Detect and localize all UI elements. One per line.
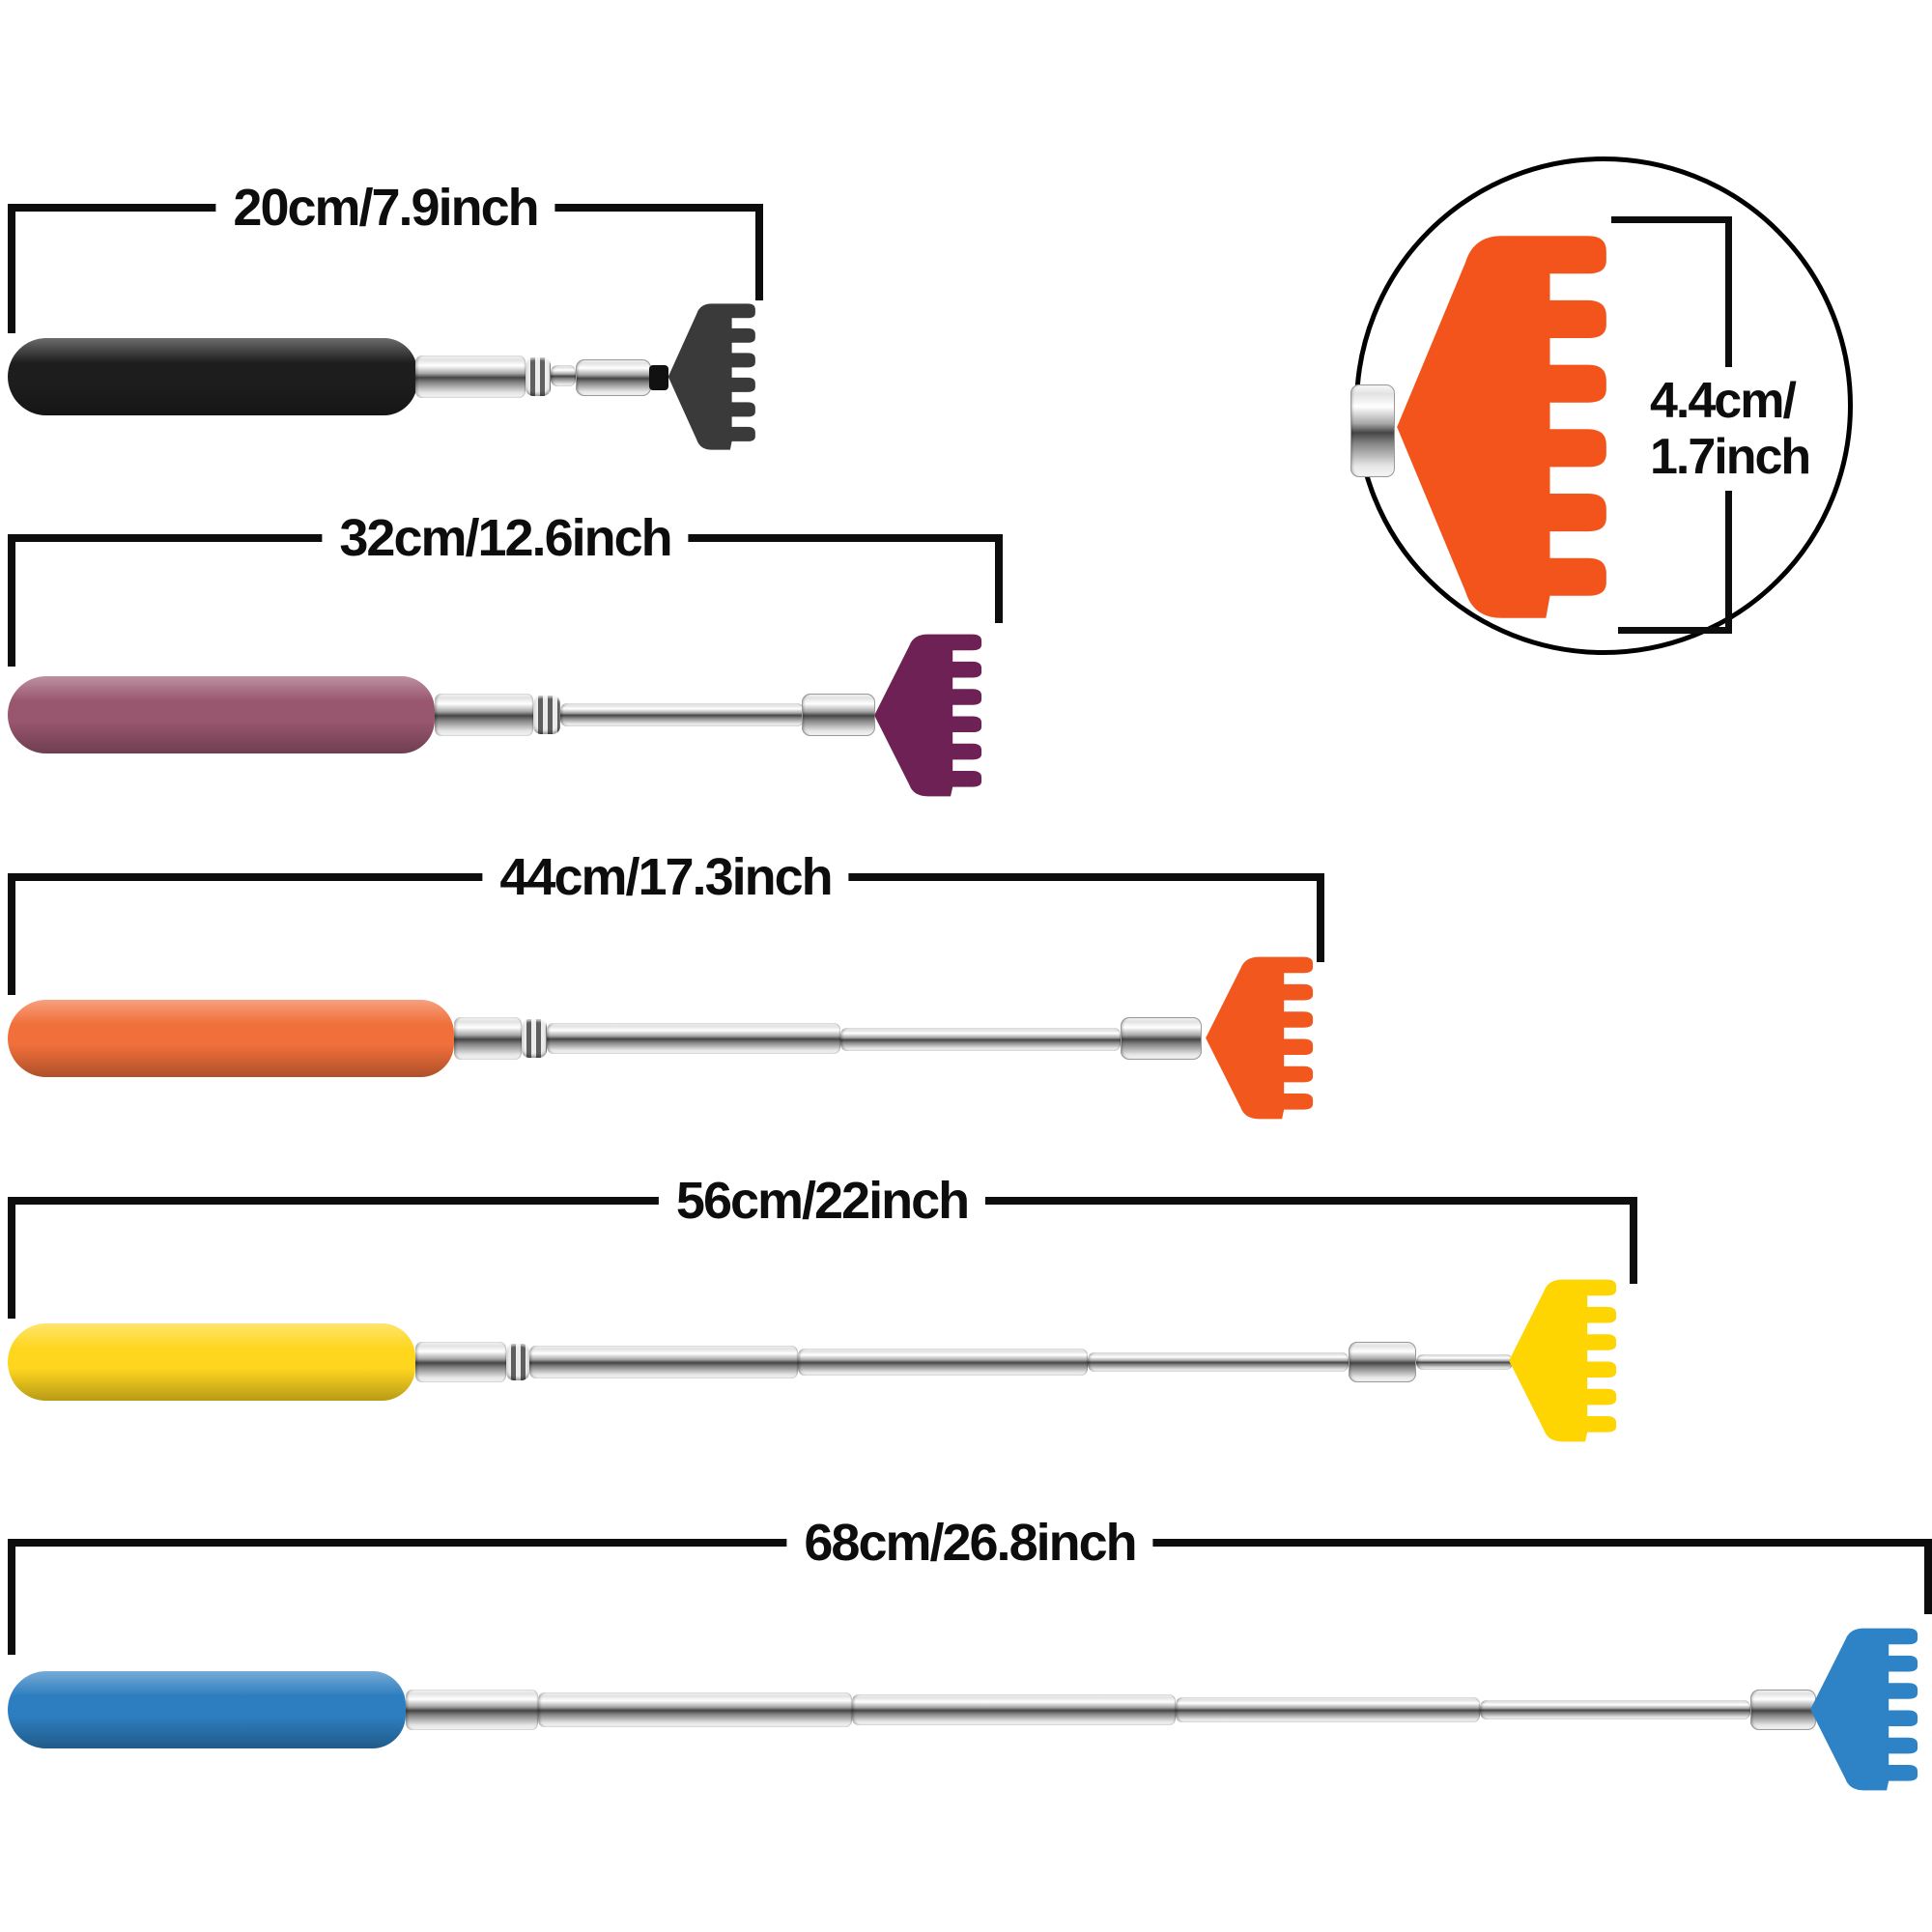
telescopic-rod-segment bbox=[529, 1346, 798, 1378]
telescopic-rod-segment bbox=[435, 694, 533, 736]
detail-measurement-line1: 4.4cm/ bbox=[1650, 373, 1797, 429]
telescopic-rod-segment bbox=[1480, 1700, 1750, 1719]
telescopic-rod-segment bbox=[406, 1690, 538, 1730]
telescopic-rod-segment bbox=[415, 355, 526, 398]
rod-collar bbox=[1750, 1690, 1816, 1730]
telescopic-rod-segment bbox=[415, 1342, 506, 1382]
detail-bracket-bottom bbox=[1618, 627, 1732, 634]
handle-yellow bbox=[8, 1323, 415, 1401]
scratcher-head-blue bbox=[1810, 1628, 1918, 1791]
scratcher-head-yellow bbox=[1509, 1279, 1617, 1442]
dimension-bracket-right-44cm bbox=[1317, 873, 1324, 962]
dimension-label-20cm: 20cm/7.9inch bbox=[215, 178, 555, 238]
head-connector bbox=[649, 365, 668, 390]
dimension-bracket-right-32cm bbox=[995, 534, 1003, 623]
telescopic-rod-segment bbox=[560, 703, 804, 726]
dimension-label-32cm: 32cm/12.6inch bbox=[322, 508, 689, 568]
dimension-bracket-right-20cm bbox=[755, 204, 763, 300]
rod-collar bbox=[802, 694, 875, 736]
rod-collar bbox=[1121, 1017, 1202, 1060]
detail-measurement-label: 4.4cm/ 1.7inch bbox=[1642, 367, 1818, 492]
scratcher-head-orange bbox=[1206, 956, 1314, 1120]
dimension-bracket-left-32cm bbox=[8, 534, 15, 667]
rod-joint-rings bbox=[506, 1344, 529, 1380]
handle-black bbox=[8, 338, 417, 415]
rod-collar bbox=[576, 359, 651, 396]
rod-joint-rings bbox=[526, 357, 551, 396]
handle-purple bbox=[8, 676, 435, 753]
telescopic-rod-segment bbox=[551, 365, 576, 386]
dimension-label-68cm: 68cm/26.8inch bbox=[786, 1513, 1153, 1573]
rod-collar bbox=[1349, 1342, 1416, 1382]
handle-blue bbox=[8, 1671, 406, 1748]
dimension-bracket-left-56cm bbox=[8, 1197, 15, 1319]
telescopic-rod-segment bbox=[1416, 1354, 1513, 1370]
dimension-bracket-right-56cm bbox=[1630, 1197, 1637, 1284]
telescopic-rod-segment bbox=[454, 1017, 522, 1060]
detail-bracket-top bbox=[1611, 216, 1732, 223]
dimension-bracket-left-68cm bbox=[8, 1539, 15, 1655]
detail-metal-cap bbox=[1350, 384, 1395, 477]
rod-joint-rings bbox=[533, 696, 560, 734]
telescopic-rod-segment bbox=[840, 1028, 1121, 1051]
dimension-bracket-left-20cm bbox=[8, 204, 15, 333]
dimension-bracket-left-44cm bbox=[8, 873, 15, 995]
telescopic-rod-segment bbox=[1088, 1352, 1349, 1372]
scratcher-head-black bbox=[668, 303, 755, 450]
telescopic-rod-segment bbox=[852, 1694, 1176, 1725]
dimension-bracket-right-68cm bbox=[1924, 1539, 1932, 1614]
rod-joint-rings bbox=[522, 1019, 547, 1058]
handle-orange bbox=[8, 1000, 454, 1077]
dimension-label-44cm: 44cm/17.3inch bbox=[482, 847, 849, 907]
detail-scratcher-head bbox=[1397, 236, 1606, 618]
telescopic-rod-segment bbox=[1176, 1697, 1480, 1722]
telescopic-rod-segment bbox=[547, 1023, 840, 1054]
detail-measurement-line2: 1.7inch bbox=[1650, 429, 1811, 486]
dimension-label-56cm: 56cm/22inch bbox=[658, 1171, 986, 1231]
telescopic-rod-segment bbox=[538, 1692, 852, 1727]
telescopic-rod-segment bbox=[798, 1349, 1088, 1376]
scratcher-head-purple bbox=[874, 634, 982, 797]
